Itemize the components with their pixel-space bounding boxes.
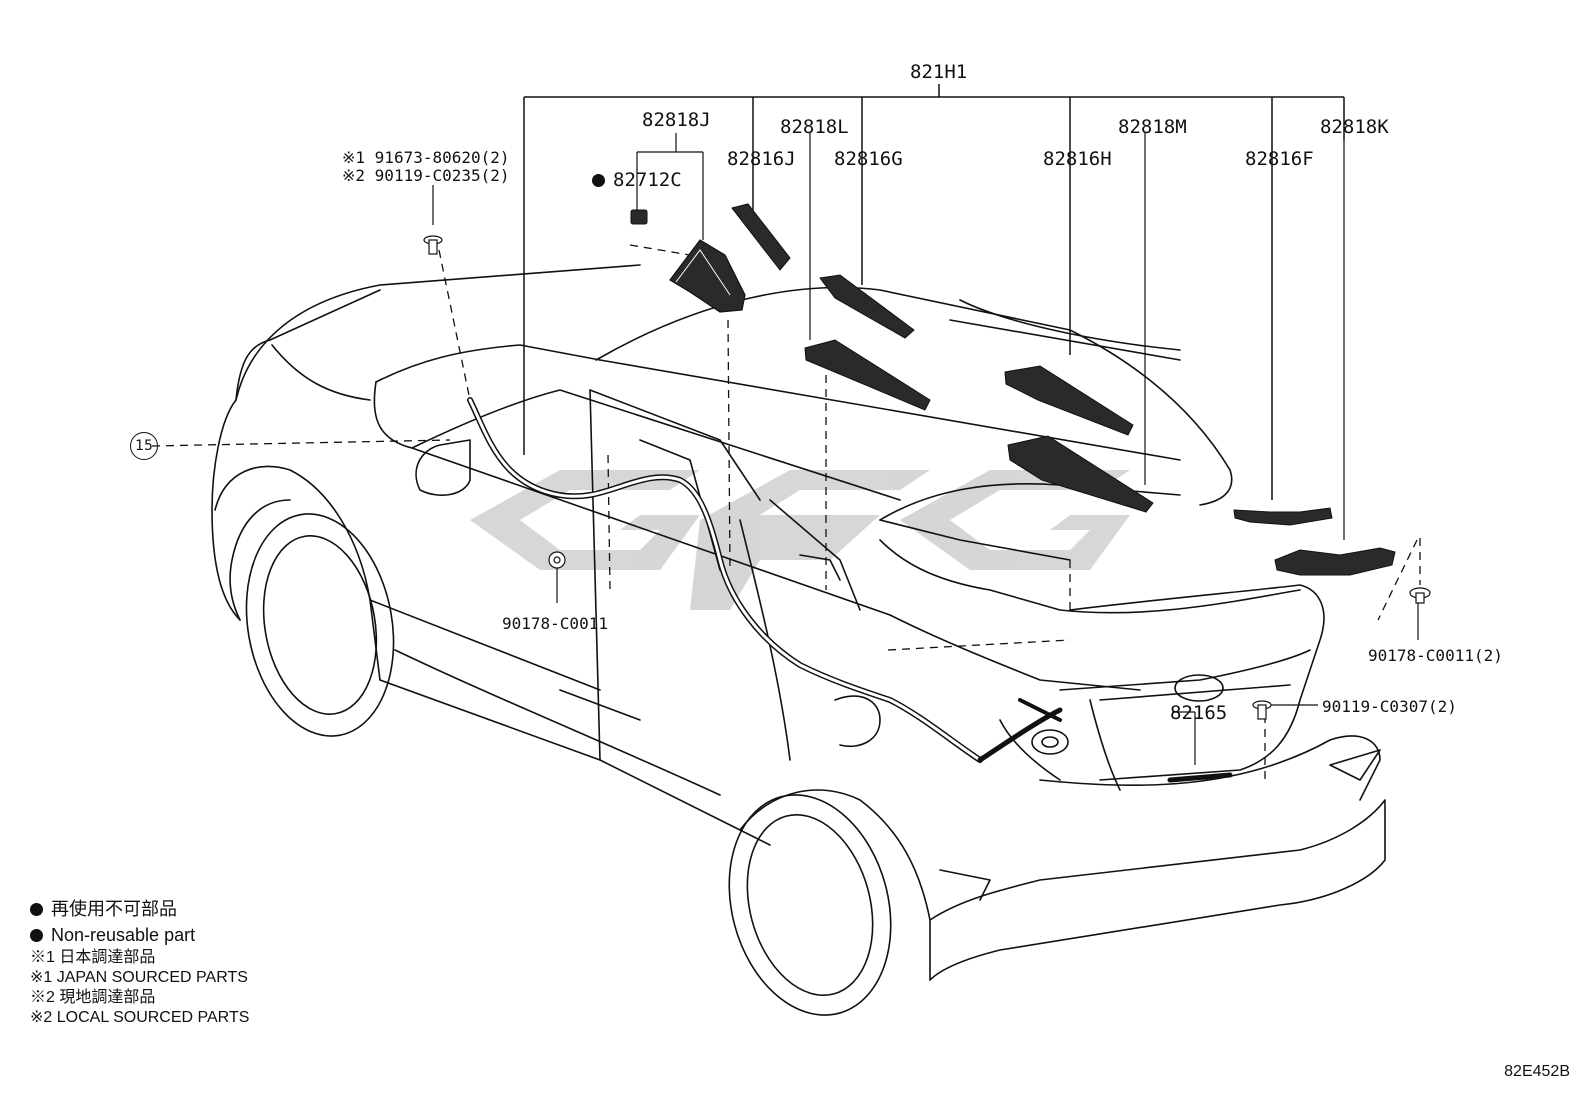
harness-grommet xyxy=(1031,729,1069,755)
part-82816G-channel xyxy=(819,274,915,339)
legend-nonreusable-en: Non-reusable part xyxy=(30,926,195,944)
label-82816G: 82816G xyxy=(834,148,903,170)
legend-nonreusable-en-text: Non-reusable part xyxy=(51,925,196,945)
label-82712C-text: 82712C xyxy=(613,169,682,191)
part-82818L-channel xyxy=(804,339,931,411)
filled-dot-icon xyxy=(592,174,605,187)
label-821H1: 821H1 xyxy=(910,61,968,83)
part-82816F-channel xyxy=(1233,507,1333,526)
wire-harness xyxy=(467,397,1233,783)
filled-dot-icon xyxy=(30,903,43,916)
leader-821H1 xyxy=(523,84,1345,500)
label-82816J: 82816J xyxy=(727,148,796,170)
legend-note1-en: ※1 JAPAN SOURCED PARTS xyxy=(30,969,248,986)
label-82816H: 82816H xyxy=(1043,148,1112,170)
part-82818J-protector xyxy=(669,239,746,313)
label-bolt-local: ※2 90119-C0235(2) xyxy=(342,166,510,185)
filled-dot-icon xyxy=(30,929,43,942)
label-bolt-japan: ※1 91673-80620(2) xyxy=(342,148,510,167)
bolt-icon xyxy=(423,235,443,255)
legend-note1-jp: ※1 日本調達部品 xyxy=(30,949,156,966)
label-clamp-rear: 90178-C0011(2) xyxy=(1368,646,1503,665)
label-82818L: 82818L xyxy=(780,116,849,138)
label-82712C: 82712C xyxy=(592,171,682,190)
grommet-icon xyxy=(548,551,566,569)
legend-nonreusable-jp: 再使用不可部品 xyxy=(30,900,177,918)
part-82816H-channel xyxy=(1004,365,1134,436)
label-clamp-side: 90178-C0011 xyxy=(502,614,608,633)
watermark-logo xyxy=(470,470,1130,610)
callout-15: 15 xyxy=(130,432,158,460)
diagram-code: 82E452B xyxy=(1504,1063,1570,1080)
legend-note2-jp: ※2 現地調達部品 xyxy=(30,989,156,1006)
label-82818M: 82818M xyxy=(1118,116,1187,138)
label-82816F: 82816F xyxy=(1245,148,1314,170)
part-82816J-channel xyxy=(731,203,791,271)
assembly-dashed-lines xyxy=(151,244,1421,780)
rear-bolt-icon xyxy=(1252,700,1272,720)
label-82165: 82165 xyxy=(1170,702,1228,724)
clip-icon xyxy=(1409,587,1431,604)
label-82818J: 82818J xyxy=(642,109,711,131)
label-bolt-rear: 90119-C0307(2) xyxy=(1322,697,1457,716)
part-82818M-channel xyxy=(1007,435,1154,513)
part-82712C-clip xyxy=(630,209,648,225)
label-82818K: 82818K xyxy=(1320,116,1389,138)
leader-lines xyxy=(432,133,1419,765)
part-82818K-channel xyxy=(1274,547,1396,576)
car-body xyxy=(211,264,1386,1016)
legend-note2-en: ※2 LOCAL SOURCED PARTS xyxy=(30,1009,250,1026)
legend-nonreusable-jp-text: 再使用不可部品 xyxy=(51,899,177,919)
